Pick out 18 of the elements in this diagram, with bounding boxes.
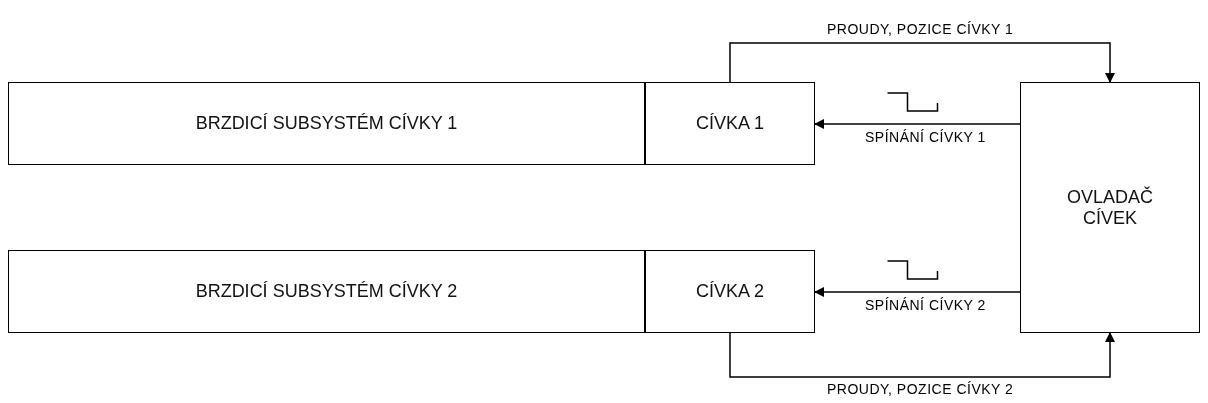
node-text: BRZDICÍ SUBSYSTÉM CÍVKY 2 (195, 281, 458, 302)
arrow (729, 332, 1115, 378)
coil-box (645, 250, 815, 333)
coil-box (645, 82, 815, 165)
subsystem-box (8, 82, 645, 165)
arrow (814, 287, 1021, 297)
node-text: CÍVKA 2 (695, 281, 764, 302)
arrow (814, 119, 1021, 129)
arrow (729, 42, 1115, 83)
node-text: BRZDICÍ SUBSYSTÉM CÍVKY 1 (195, 113, 458, 134)
edge-label: SPÍNÁNÍ CÍVKY 2 (863, 297, 988, 313)
edge-label: PROUDY, POZICE CÍVKY 2 (825, 381, 1016, 397)
controller-box (1020, 82, 1200, 333)
node-text: CÍVKA 1 (695, 113, 764, 134)
node-text: OVLADAČ CÍVEK (1066, 186, 1154, 229)
subsystem-box (8, 250, 645, 333)
edge-label: PROUDY, POZICE CÍVKY 1 (825, 21, 1016, 37)
edge-label: SPÍNÁNÍ CÍVKY 1 (863, 129, 988, 145)
